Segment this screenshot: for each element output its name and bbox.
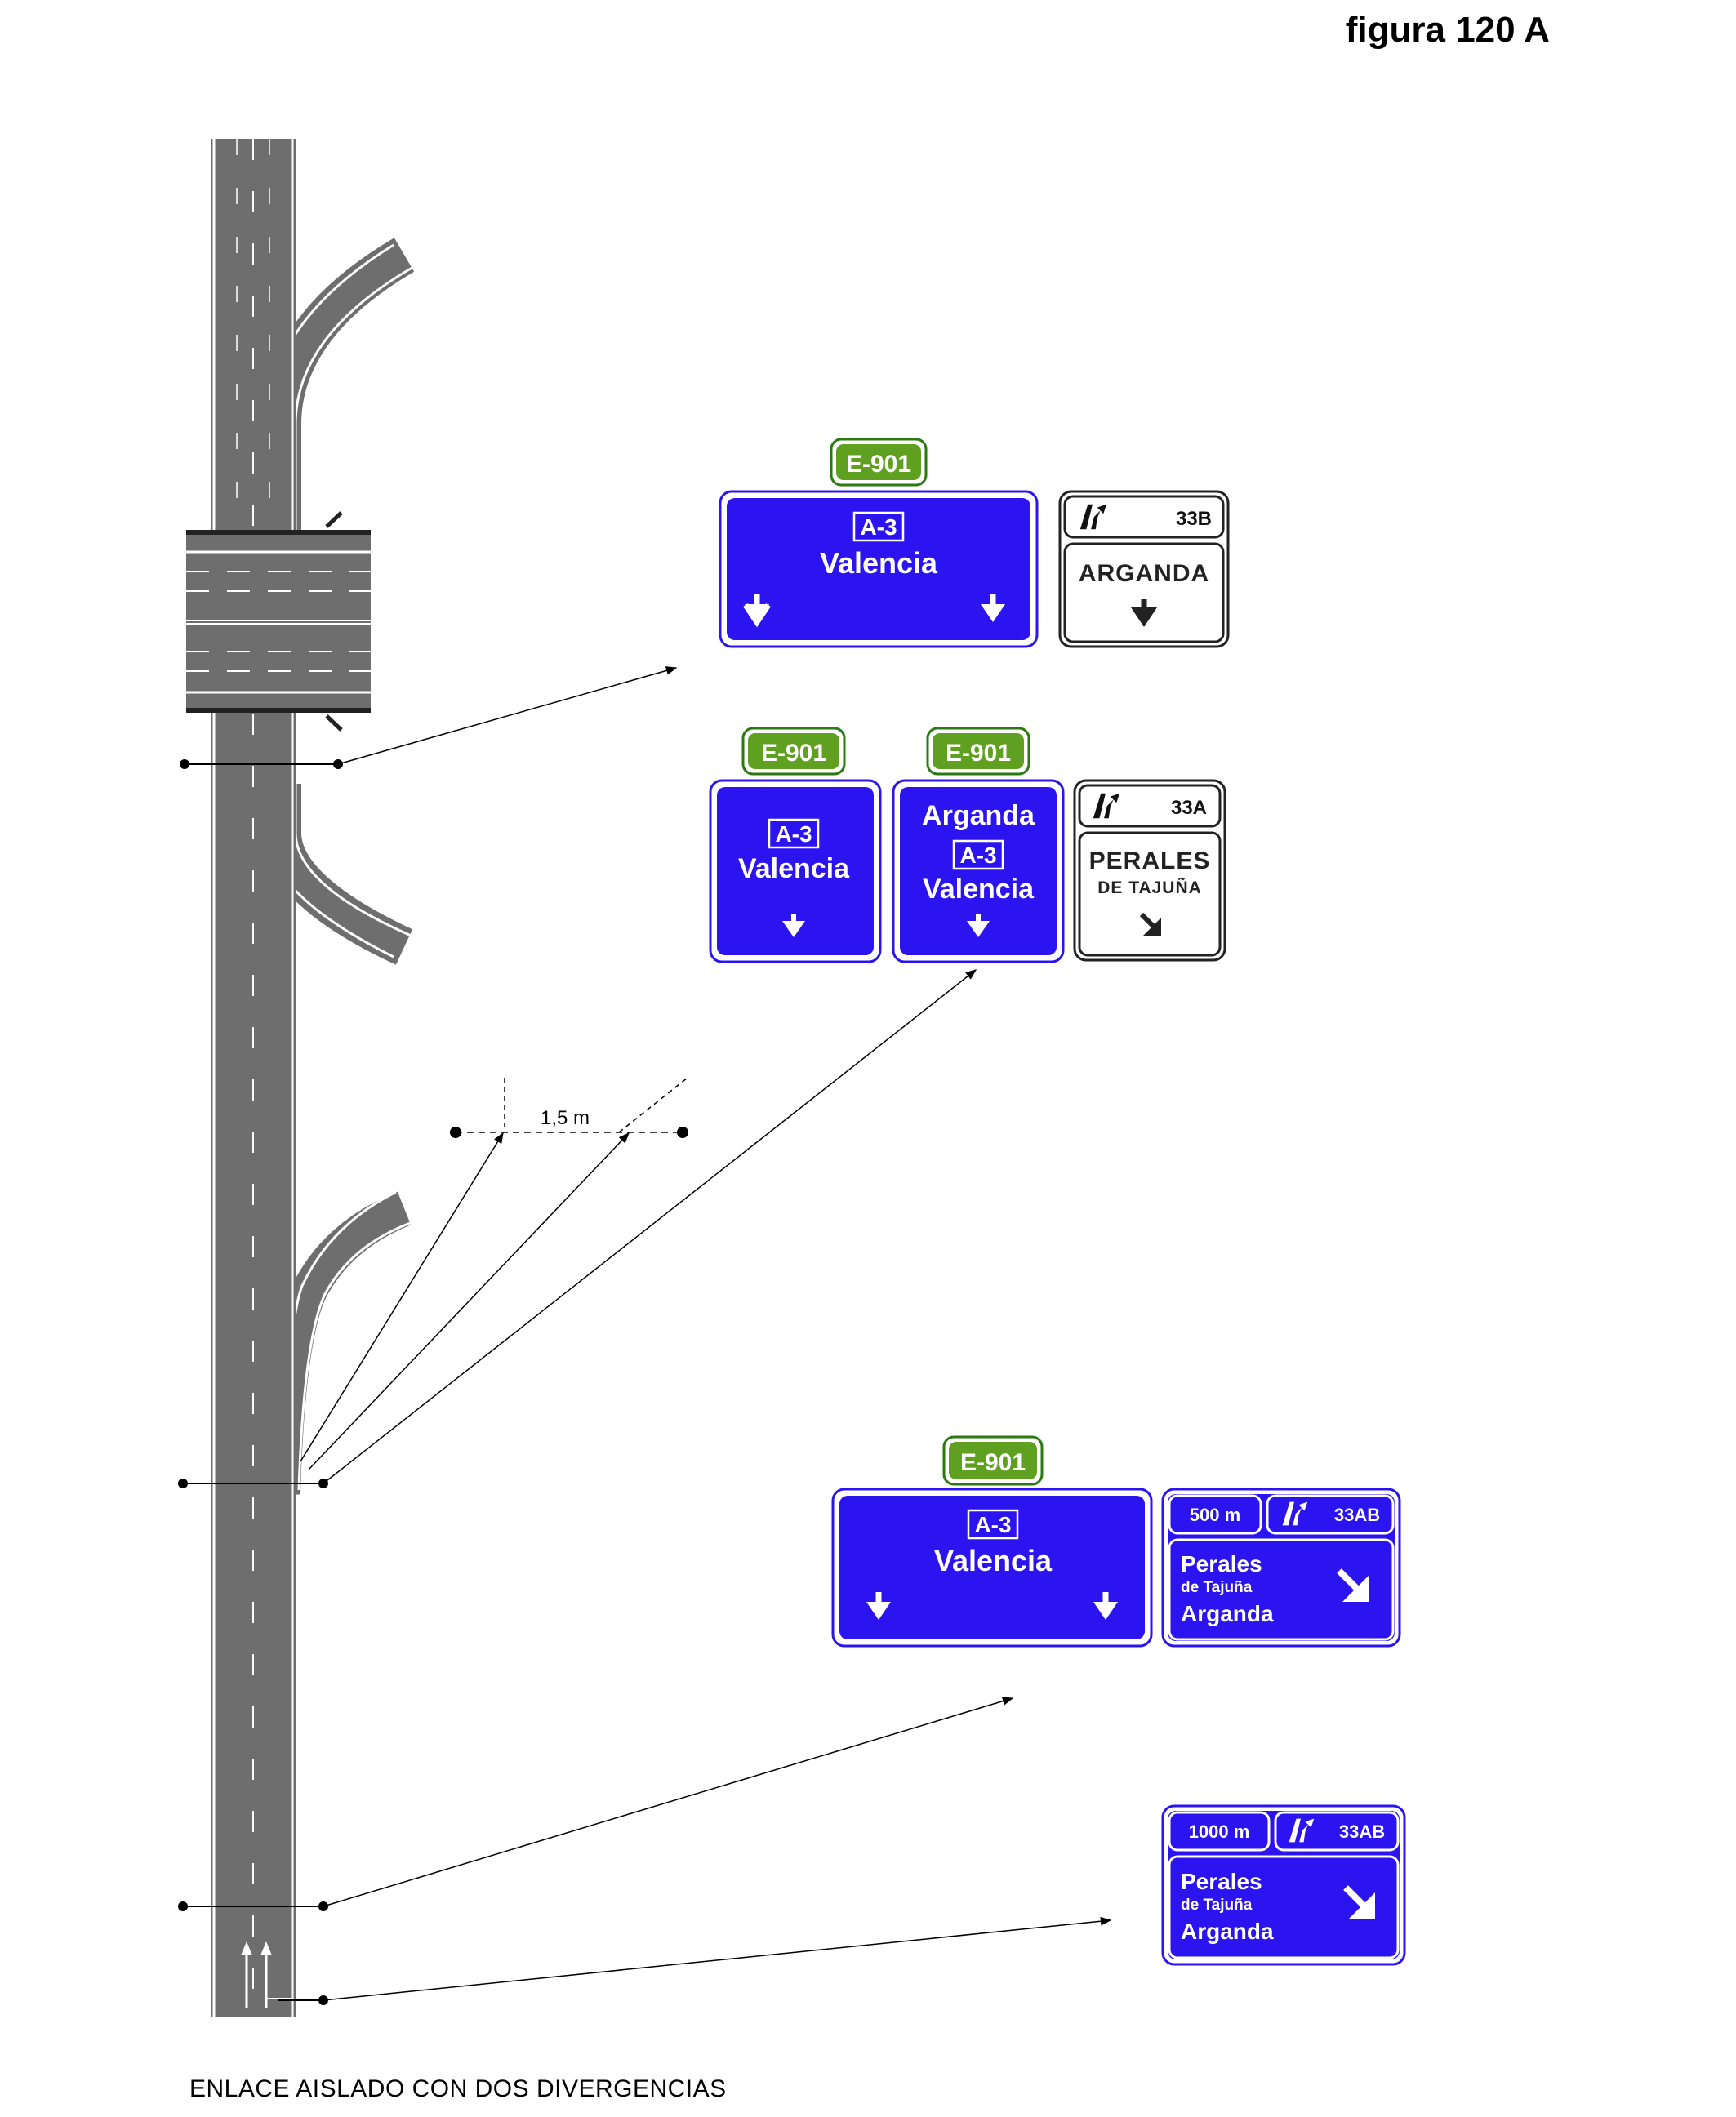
figure-label: figura 120 A	[1345, 10, 1550, 50]
exit-line1: Perales	[1181, 1551, 1262, 1577]
arrow-down-icon	[981, 594, 1005, 622]
destination-top-label: Arganda	[922, 800, 1035, 831]
exit-destination-line2: DE TAJUÑA	[1097, 878, 1202, 897]
section-lines	[178, 759, 343, 2005]
exit-line2: de Tajuña	[1181, 1579, 1253, 1596]
distance-label: 500 m	[1190, 1505, 1240, 1525]
euro-route-label: E-901	[761, 740, 826, 767]
exit-line1: Perales	[1181, 1869, 1262, 1894]
exit-number: 33A	[1171, 797, 1207, 819]
destination-label: Valencia	[923, 874, 1035, 905]
arrow-down-right-icon	[1343, 1885, 1375, 1919]
sign-group-3: E-901 A-3 Valencia 500 m 33AB Perales de…	[831, 1435, 1401, 1648]
figure-caption: ENLACE AISLADO CON DOS DIVERGENCIAS	[189, 2075, 727, 2102]
road-number: A-3	[860, 514, 897, 540]
arrow-down-icon	[1093, 1592, 1118, 1620]
exit-number: 33AB	[1334, 1505, 1380, 1525]
leader-arrows	[300, 666, 1112, 2001]
exit-number: 33AB	[1339, 1821, 1385, 1842]
sign-group-1: E-901 A-3 Valencia 33B ARGANDA	[719, 438, 1230, 648]
ramp-upper-exit	[262, 238, 415, 539]
destination-label: Valencia	[820, 546, 938, 580]
exit-destination-line1: PERALES	[1089, 847, 1211, 874]
dimension-label: 1,5 m	[541, 1107, 590, 1129]
arrow-down-icon	[967, 914, 990, 937]
road-number: A-3	[775, 821, 812, 847]
destination-label: Valencia	[738, 853, 850, 884]
exit-number: 33B	[1176, 508, 1212, 530]
arrow-down-icon	[866, 1592, 891, 1620]
road-number: A-3	[974, 1512, 1011, 1537]
road-number: A-3	[959, 843, 996, 868]
euro-route-label: E-901	[846, 451, 911, 478]
sign-group-2: E-901 A-3 Valencia E-901 Arganda A-3 Val…	[709, 727, 1226, 963]
arrow-down-right-icon	[1139, 912, 1161, 936]
mainline-carriageway	[211, 139, 296, 2017]
lane-arrows-icon	[241, 1941, 294, 2008]
road-plan: 1,5 m	[178, 139, 1112, 2017]
arrow-down-icon	[1131, 599, 1157, 627]
arrow-down-icon	[782, 914, 805, 937]
euro-route-label: E-901	[960, 1449, 1026, 1476]
sign-group-4: 1000 m 33AB Perales de Tajuña Arganda	[1161, 1804, 1406, 1966]
exit-line3: Arganda	[1181, 1919, 1274, 1944]
exit-line2: de Tajuña	[1181, 1897, 1253, 1914]
exit-line3: Arganda	[1181, 1601, 1274, 1626]
dimension-1-5m: 1,5 m	[450, 1077, 688, 1138]
euro-route-label: E-901	[946, 740, 1011, 767]
distance-label: 1000 m	[1189, 1821, 1250, 1842]
destination-label: Valencia	[934, 1544, 1053, 1577]
exit-destination: ARGANDA	[1079, 560, 1209, 587]
arrow-down-right-icon	[1337, 1568, 1369, 1602]
arrow-down-icon	[743, 594, 771, 628]
